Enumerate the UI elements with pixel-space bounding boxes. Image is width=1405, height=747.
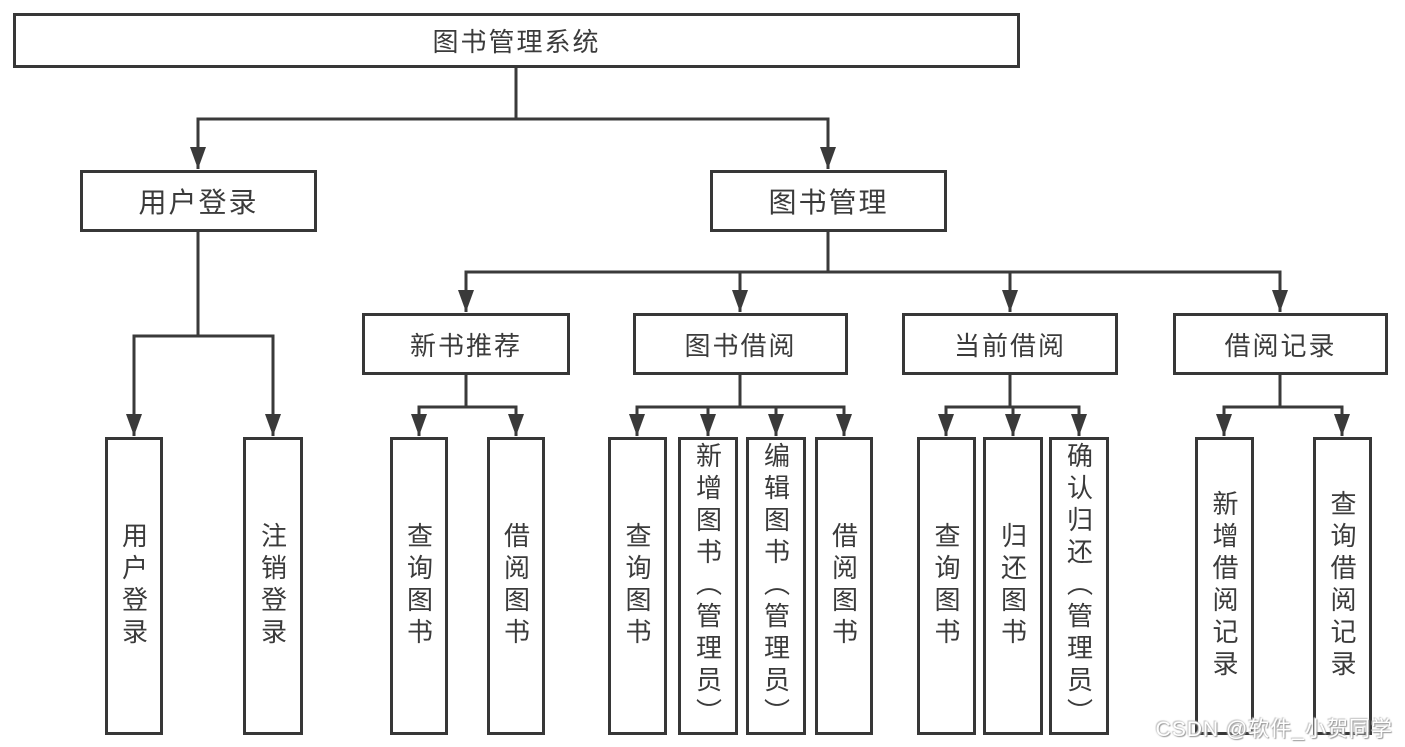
leaf-add-books-admin: 新增图书（管理员） (678, 437, 738, 735)
leaf-borrow-books: 借阅图书 (815, 437, 873, 735)
node-label: 图书借阅 (684, 330, 797, 361)
node-label: 查询图书 (931, 522, 961, 650)
node-label: 确认归还（管理员） (1063, 442, 1094, 730)
leaf-borrow-books-recommend: 借阅图书 (487, 437, 545, 735)
arrowheads (126, 147, 1350, 436)
leaf-query-borrow-record: 查询借阅记录 (1313, 437, 1372, 735)
node-book-management: 图书管理 (710, 170, 947, 232)
leaf-query-books-recommend: 查询图书 (390, 437, 448, 735)
csdn-watermark: CSDN @软件_小贺同学 (1155, 718, 1393, 741)
leaf-query-books-borrow: 查询图书 (608, 437, 667, 735)
node-label: 归还图书 (997, 522, 1028, 650)
node-user-login: 用户登录 (80, 170, 317, 232)
node-label: 查询图书 (622, 522, 652, 650)
leaf-add-borrow-record: 新增借阅记录 (1195, 437, 1254, 735)
leaf-return-books: 归还图书 (983, 437, 1043, 735)
node-label: 查询图书 (403, 522, 434, 650)
node-label: 新增借阅记录 (1209, 490, 1239, 682)
node-library-management-system: 图书管理系统 (13, 13, 1020, 68)
node-label: 图书管理 (768, 187, 889, 218)
leaf-confirm-return-admin: 确认归还（管理员） (1049, 437, 1109, 735)
leaf-edit-books-admin: 编辑图书（管理员） (746, 437, 806, 735)
node-borrowing-records: 借阅记录 (1173, 313, 1388, 375)
node-label: 借阅图书 (500, 522, 531, 650)
leaf-user-login: 用户登录 (105, 437, 163, 735)
node-new-book-recommendation: 新书推荐 (362, 313, 570, 375)
node-label: 用户登录 (138, 187, 259, 218)
node-label: 注销登录 (257, 522, 288, 650)
leaf-query-books-current: 查询图书 (917, 437, 976, 735)
node-current-borrowing: 当前借阅 (902, 313, 1118, 375)
leaf-logout: 注销登录 (243, 437, 303, 735)
node-label: 图书管理系统 (432, 27, 601, 57)
node-label: 借阅记录 (1224, 330, 1337, 361)
node-label: 查询借阅记录 (1327, 490, 1357, 682)
node-label: 当前借阅 (953, 330, 1066, 361)
node-label: 新增图书（管理员） (692, 442, 723, 730)
node-label: 用户登录 (118, 522, 149, 650)
node-label: 借阅图书 (828, 522, 859, 650)
node-book-borrowing: 图书借阅 (633, 313, 848, 375)
node-label: 编辑图书（管理员） (760, 442, 791, 730)
node-label: 新书推荐 (409, 330, 522, 361)
